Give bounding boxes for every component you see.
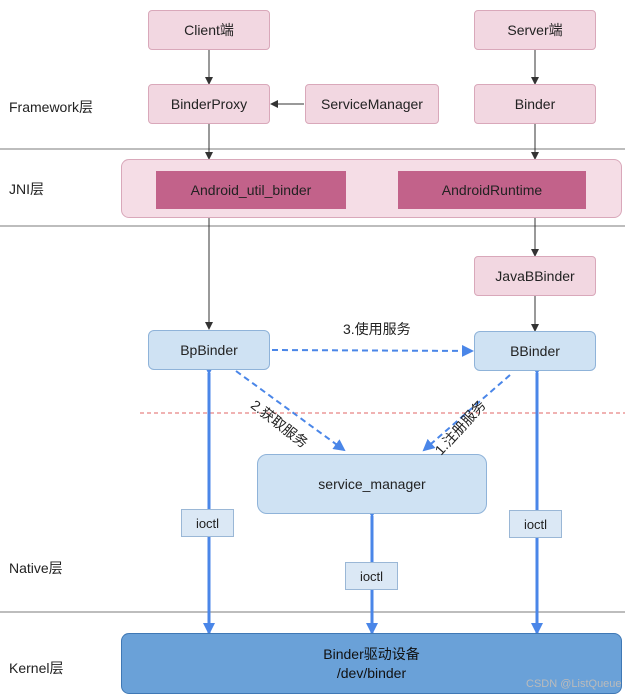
- layer-label-kernel: Kernel层: [9, 660, 64, 676]
- ioctl-label-middle: ioctl: [345, 562, 398, 590]
- client-box: Client端: [148, 10, 270, 50]
- kernel-binder-device: Binder驱动设备 /dev/binder: [121, 633, 622, 694]
- divider-native-kernel: [0, 611, 625, 613]
- arrow-use-service: [271, 344, 474, 357]
- layer-label-framework: Framework层: [9, 99, 94, 115]
- kernel-path-label: /dev/binder: [336, 664, 407, 681]
- arrow-get-service: [235, 370, 346, 452]
- android-runtime-box: AndroidRuntime: [398, 171, 586, 209]
- binderproxy-box: BinderProxy: [148, 84, 270, 124]
- divider-jni-native: [0, 225, 625, 227]
- kernel-device-label: Binder驱动设备: [323, 645, 420, 662]
- divider-framework-jni: [0, 148, 625, 150]
- layer-label-jni: JNI层: [9, 181, 44, 197]
- label-use-service: 3.使用服务: [343, 321, 411, 337]
- service-manager-native-box: service_manager: [257, 454, 487, 514]
- watermark: CSDN @ListQueue: [526, 678, 622, 690]
- arrow-register-service: [422, 374, 511, 452]
- layer-label-native: Native层: [9, 560, 63, 576]
- ioctl-label-right: ioctl: [509, 510, 562, 538]
- ioctl-label-left: ioctl: [181, 509, 234, 537]
- javabbinder-box: JavaBBinder: [474, 256, 596, 296]
- android-util-binder-box: Android_util_binder: [156, 171, 346, 209]
- binder-box: Binder: [474, 84, 596, 124]
- bbinder-box: BBinder: [474, 331, 596, 371]
- servicemanager-java-box: ServiceManager: [305, 84, 439, 124]
- server-box: Server端: [474, 10, 596, 50]
- bpbinder-box: BpBinder: [148, 330, 270, 370]
